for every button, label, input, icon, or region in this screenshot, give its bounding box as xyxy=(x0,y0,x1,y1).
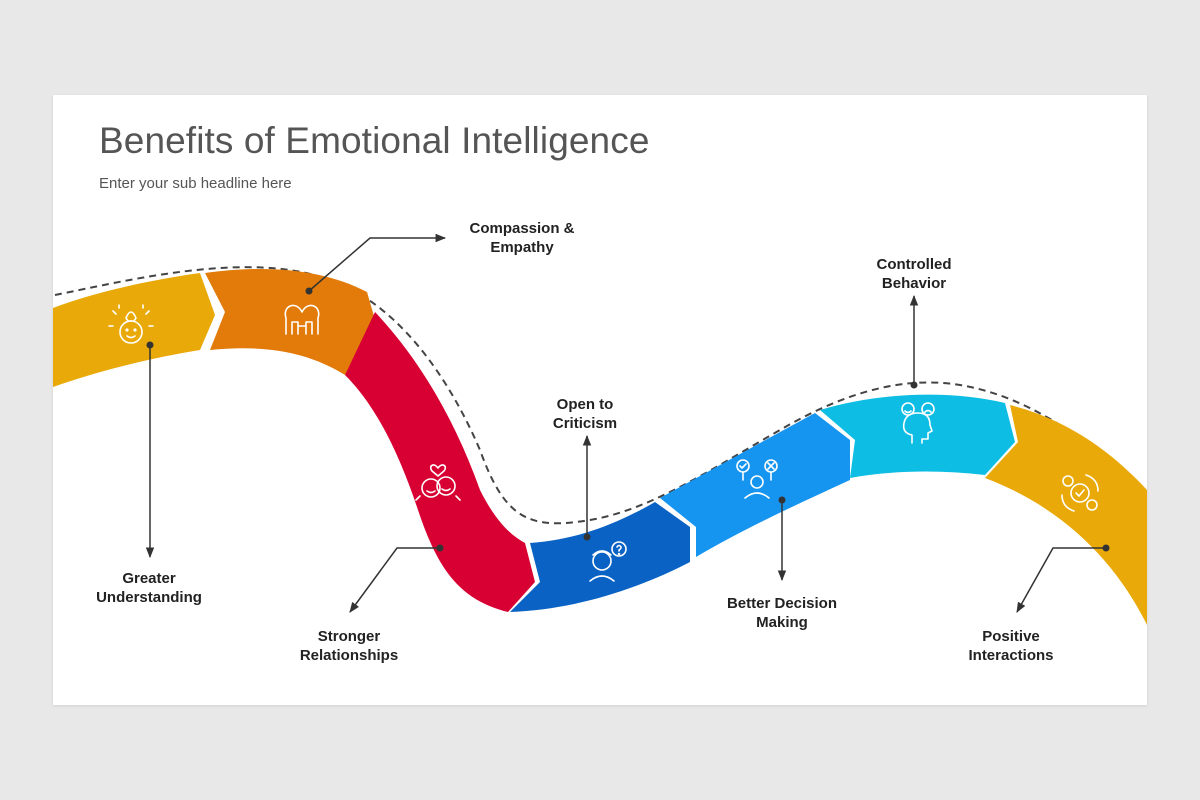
connector-stronger-relationships xyxy=(349,547,440,613)
segment-stronger-relationships xyxy=(345,312,535,612)
slide: Benefits of Emotional Intelligence Enter… xyxy=(53,95,1147,705)
lightbulb-head-icon xyxy=(108,304,154,344)
people-cycle-icon xyxy=(1061,474,1099,512)
label-open-to-criticism: Open to Criticism xyxy=(552,396,618,432)
segment-better-decision-making xyxy=(660,413,850,557)
connector-dot xyxy=(305,287,313,295)
connector-dot xyxy=(583,533,591,541)
connector-dot xyxy=(146,341,154,349)
connector-dot xyxy=(436,544,444,552)
label-compassion-empathy: Compassion & Empathy xyxy=(469,220,575,256)
emotion-head-icon xyxy=(901,402,935,444)
connector-dot xyxy=(778,496,786,504)
connector-dot xyxy=(1102,544,1110,552)
label-stronger-relationships: Stronger Relationships xyxy=(299,628,399,664)
label-controlled-behavior: Controlled Behavior xyxy=(876,256,952,292)
connector-dot xyxy=(910,381,918,389)
label-better-decision-making: Better Decision Making xyxy=(726,595,838,631)
question-person-icon xyxy=(589,541,627,582)
label-greater-understanding: Greater Understanding xyxy=(96,570,202,606)
segment-positive-interactions xyxy=(985,405,1147,625)
heart-hands-icon xyxy=(284,304,320,335)
slide-title: Benefits of Emotional Intelligence xyxy=(99,120,650,161)
segment-open-to-criticism xyxy=(510,502,690,612)
decision-person-icon xyxy=(736,459,778,499)
segment-controlled-behavior xyxy=(820,394,1015,478)
label-positive-interactions: Positive Interactions xyxy=(968,628,1054,664)
two-faces-heart-icon xyxy=(415,464,461,501)
wave-diagram xyxy=(53,233,1147,625)
connector-compassion-empathy xyxy=(308,233,447,292)
connector-positive-interactions xyxy=(1016,547,1106,613)
dashed-outline xyxy=(54,266,1147,525)
slide-subtitle: Enter your sub headline here xyxy=(99,175,292,192)
